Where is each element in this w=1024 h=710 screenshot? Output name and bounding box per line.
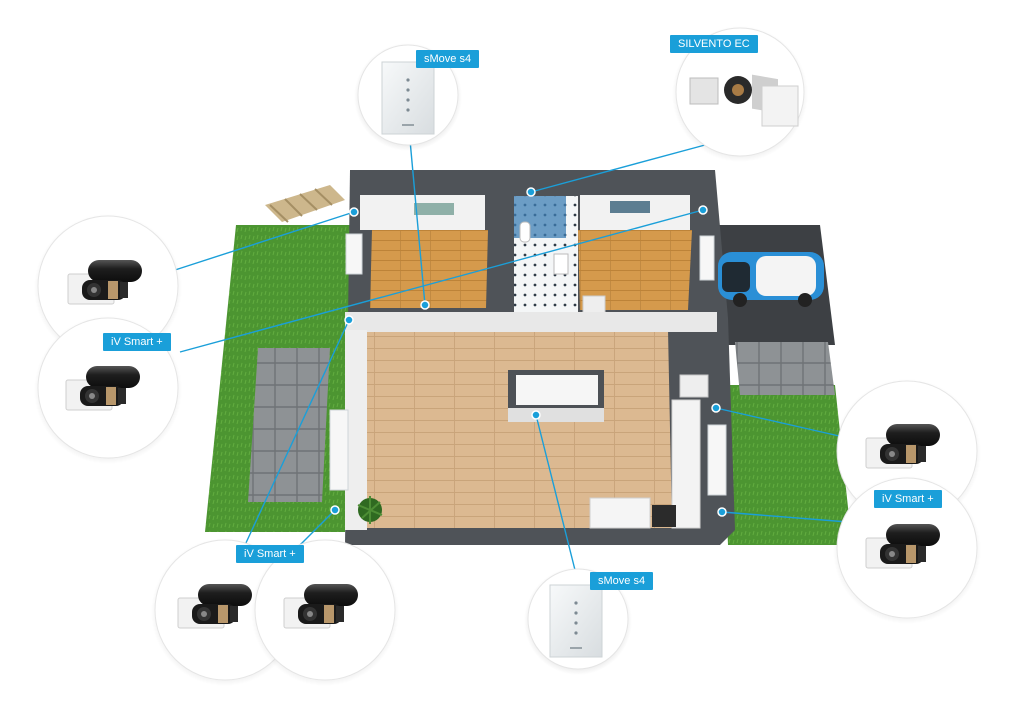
label-ivsmart-right: iV Smart +: [874, 490, 942, 508]
sensor-dot: [330, 505, 340, 515]
callout-ivsmart-left: [34, 214, 182, 464]
toilet: [519, 221, 531, 243]
sensor-dot: [344, 315, 354, 325]
kitchen-stove: [652, 505, 676, 527]
callout-smove-top: [354, 43, 462, 151]
label-ivsmart-bottom: iV Smart +: [236, 545, 304, 563]
callout-silvento: [672, 26, 808, 162]
painting-right: [610, 201, 650, 213]
stairs: [679, 374, 709, 398]
paving-right: [735, 342, 835, 395]
sensor-dot: [526, 187, 536, 197]
sensor-dot: [420, 300, 430, 310]
sensor-dot: [531, 410, 541, 420]
wall-left-white: [345, 330, 367, 530]
garden-fence: [265, 185, 345, 223]
bedroom-left: [370, 230, 488, 308]
wardrobe: [582, 295, 606, 315]
paving-left: [248, 348, 330, 502]
connector-dots: [330, 187, 727, 517]
window-left-upper: [345, 233, 363, 275]
label-smove-bottom: sMove s4: [590, 572, 654, 590]
car: [718, 252, 824, 307]
bedroom-right: [578, 230, 692, 310]
kitchen-counter: [671, 399, 701, 529]
callout-smove-bottom: [524, 567, 632, 675]
sensor-dot: [717, 507, 727, 517]
floorplan: [205, 170, 852, 545]
sofa: [508, 370, 604, 422]
label-smove-top: sMove s4: [416, 50, 480, 68]
label-silvento: SILVENTO EC: [670, 35, 758, 53]
callout-ivsmart-bottom: [151, 538, 399, 686]
callout-ivsmart-right: [833, 379, 981, 624]
bathroom-fan-icon: [689, 74, 799, 127]
wall-band-middle: [345, 312, 717, 332]
sink: [553, 253, 569, 275]
window-left: [329, 409, 349, 491]
plant: [357, 496, 383, 524]
window-right: [707, 424, 727, 496]
sensor-dot: [698, 205, 708, 215]
control-panel-icon: [381, 61, 435, 135]
kitchen-block: [589, 497, 651, 529]
sensor-dot: [711, 403, 721, 413]
painting-left: [414, 203, 454, 215]
lawn-right: [722, 385, 852, 545]
sensor-dot: [349, 207, 359, 217]
control-panel-icon: [549, 584, 603, 658]
label-ivsmart-left: iV Smart +: [103, 333, 171, 351]
connector-lines: [174, 139, 849, 571]
window-right-upper: [699, 235, 715, 281]
